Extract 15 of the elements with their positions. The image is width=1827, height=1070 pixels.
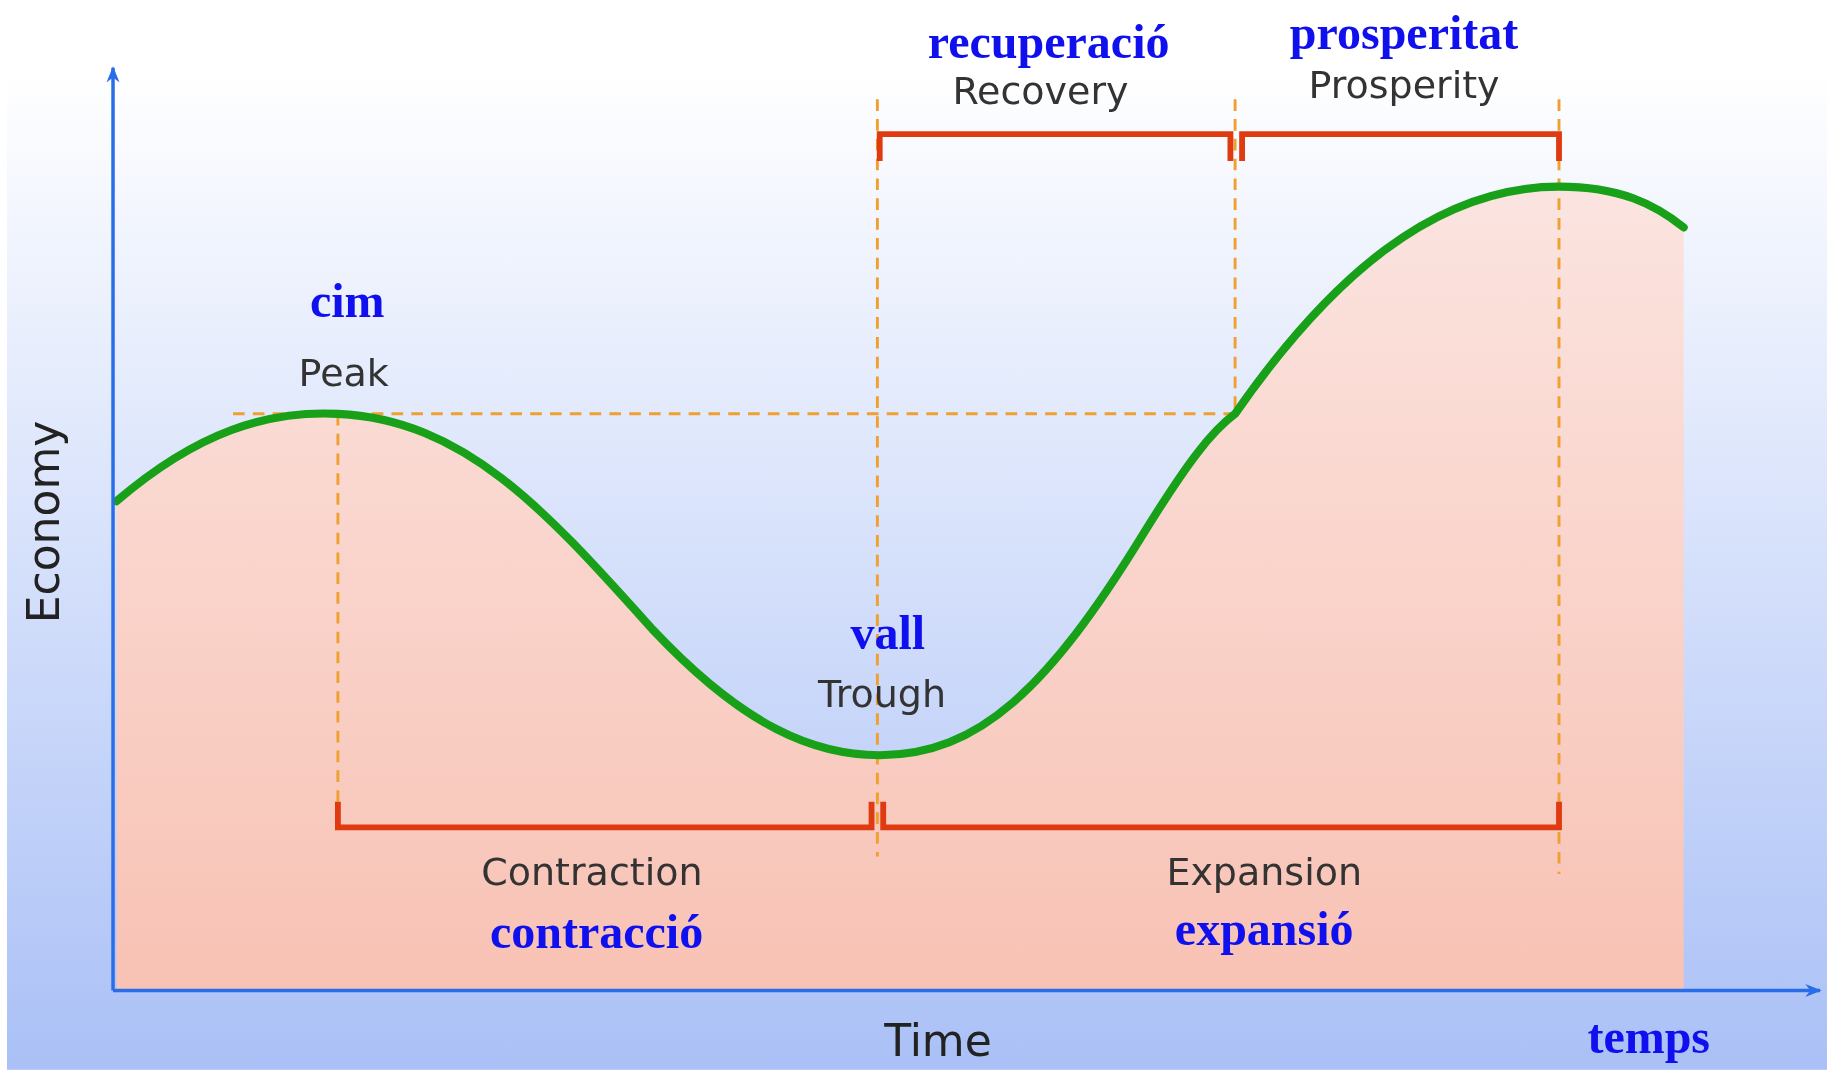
phase-label: expansió xyxy=(1174,904,1354,953)
phase-label: Contraction xyxy=(481,852,703,891)
phase-label: Expansion xyxy=(1166,852,1363,891)
point-label: cim xyxy=(309,276,385,325)
axis-label: Time xyxy=(884,1018,992,1063)
stage-label: Prosperity xyxy=(1308,66,1500,105)
stage-label: prosperitat xyxy=(1289,8,1519,57)
point-label: Trough xyxy=(818,675,946,714)
phase-label: contracció xyxy=(489,908,704,957)
axis-label: temps xyxy=(1587,1013,1711,1061)
stage-label: recuperació xyxy=(927,17,1170,66)
axis-label: Economy xyxy=(22,420,67,624)
point-label: Peak xyxy=(298,353,389,392)
point-label: vall xyxy=(850,608,926,657)
stage-label: Recovery xyxy=(952,71,1129,110)
